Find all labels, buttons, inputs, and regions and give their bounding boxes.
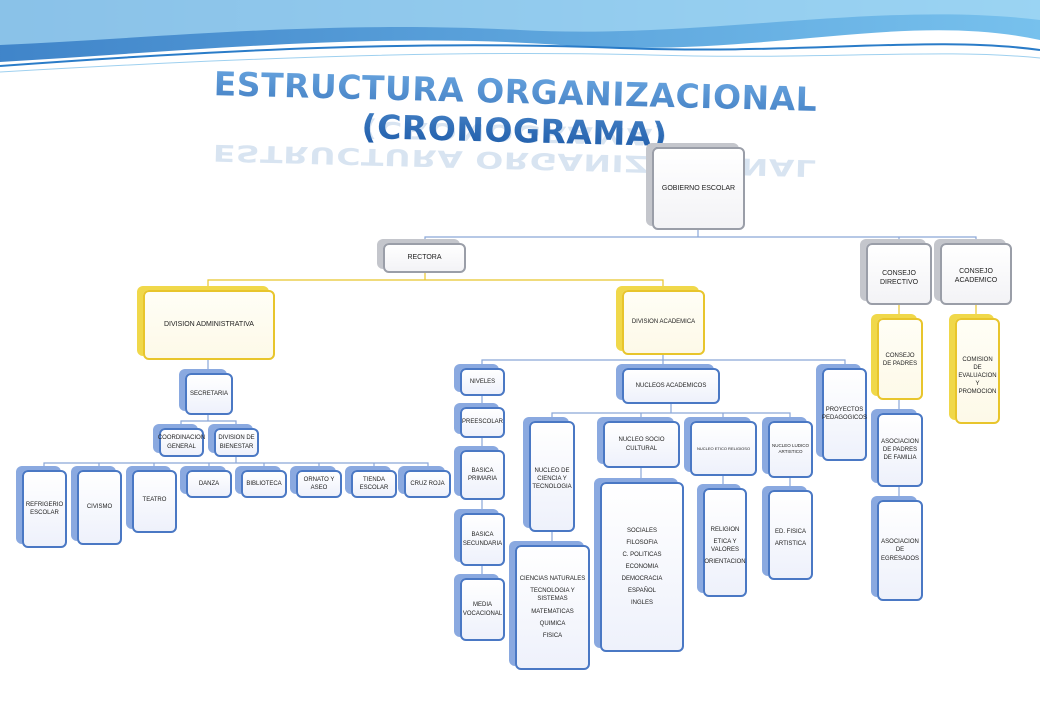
list-item: MATEMATICAS (531, 608, 574, 615)
node-danza: DANZA (186, 470, 232, 498)
list-item: CIENCIAS NATURALES (519, 576, 586, 583)
node-refrigerio-escolar: REFRIGERIO ESCOLAR (22, 470, 67, 548)
list-item: ETICA Y VALORES (711, 539, 739, 554)
node-coordinacion-general: COORDINACION GENERAL (158, 428, 205, 457)
list-item: ARTISTICA (774, 541, 807, 548)
node-ornato-aseo: ORNATO Y ASEO (296, 470, 342, 498)
node-basica-secundaria: BASICA SECUNDARIA (460, 513, 505, 566)
list-item: FILOSOFIA (626, 539, 658, 546)
header-waves-decoration (0, 0, 1040, 73)
node-nucleos-academicos: NUCLEOS ACADEMICOS (622, 368, 720, 404)
node-consejo-academico: CONSEJO ACADEMICO (940, 243, 1012, 305)
node-preescolar: PREESCOLAR (460, 407, 505, 438)
node-rectora: RECTORA (383, 243, 466, 273)
node-nucleo-etico-religioso: NUCLEO ETICO RELIGIOSO (690, 421, 757, 476)
list-item: INGLES (630, 600, 653, 607)
list-nucleo-ciencia: CIENCIAS NATURALES TECNOLOGIA Y SISTEMAS… (515, 545, 590, 670)
node-comision-evaluacion: COMISION DE EVALUACION Y PROMOCION (955, 318, 1000, 424)
node-nucleo-ludico-artistico: NUCLEO LUDICO ARTISTICO (768, 421, 813, 478)
list-nucleo-socio: SOCIALES FILOSOFIA C. POLITICAS ECONOMIA… (600, 482, 684, 652)
node-cruz-roja: CRUZ ROJA (404, 470, 451, 498)
list-item: RELIGION (710, 527, 740, 533)
node-asociacion-padres: ASOCIACION DE PADRES DE FAMILIA (877, 413, 923, 487)
list-nucleo-ludico: ED. FISICA ARTISTICA (768, 490, 813, 580)
node-basica-primaria: BASICA PRIMARIA (460, 450, 505, 500)
list-item: QUIMICA (539, 620, 566, 627)
list-item: ESPAÑOL (628, 588, 656, 595)
node-nucleo-ciencia: NUCLEO DE CIENCIA Y TECNOLOGIA (529, 421, 575, 532)
node-civismo: CIVISMO (77, 470, 122, 545)
node-tienda-escolar: TIENDA ESCOLAR (351, 470, 397, 498)
node-division-administrativa: DIVISION ADMINISTRATIVA (143, 290, 275, 360)
node-consejo-directivo: CONSEJO DIRECTIVO (866, 243, 932, 305)
node-consejo-padres: CONSEJO DE PADRES (877, 318, 923, 400)
node-nucleo-socio-cultural: NUCLEO SOCIO CULTURAL (603, 421, 680, 468)
node-teatro: TEATRO (132, 470, 177, 533)
node-niveles: NIVELES (460, 368, 505, 396)
list-item: TECNOLOGIA Y SISTEMAS (530, 588, 575, 603)
node-division-academica: DIVISION ACADEMICA (622, 290, 705, 355)
list-item: DEMOCRACIA (621, 576, 663, 583)
node-proyectos-pedagogicos: PROYECTOS PEDAGOGICOS (822, 368, 867, 461)
node-asociacion-egresados: ASOCIACION DE EGRESADOS (877, 500, 923, 601)
node-secretaria: SECRETARIA (185, 373, 233, 415)
list-item: SOCIALES (626, 527, 657, 534)
list-item: ORIENTACION (704, 559, 746, 566)
list-nucleo-etico: RELIGION ETICA Y VALORES ORIENTACION (703, 488, 747, 597)
node-media-vocacional: MEDIA VOCACIONAL (460, 578, 505, 641)
list-item: FISICA (542, 632, 563, 639)
list-item: C. POLITICAS (622, 551, 662, 558)
list-item: ED. FISICA (774, 529, 806, 535)
list-item: ECONOMIA (625, 563, 659, 570)
node-division-bienestar: DIVISION DE BIENESTAR (214, 428, 259, 457)
node-gobierno-escolar: GOBIERNO ESCOLAR (652, 147, 745, 230)
node-biblioteca: BIBLIOTECA (241, 470, 287, 498)
